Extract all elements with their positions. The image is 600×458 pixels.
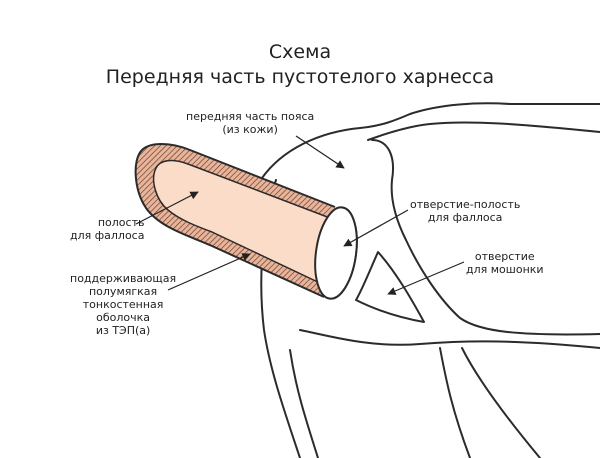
front-panel [371, 139, 600, 336]
phallus-hole-rim [314, 206, 358, 300]
belt-inner-top [367, 121, 600, 141]
label-phallus-hole: отверстие-полость для фаллоса [410, 198, 521, 224]
arrow-phallus-hole [343, 209, 409, 247]
arrow-scrotum-hole [387, 261, 465, 295]
lower-strap-c [289, 349, 319, 458]
arrow-shell [167, 253, 251, 291]
phallus-cavity [152, 159, 331, 285]
diagram-title: Схема [268, 41, 332, 63]
label-phallus-cavity: полость для фаллоса [70, 216, 145, 242]
label-belt-front: передняя часть пояса (из кожи) [186, 110, 315, 136]
arrow-belt-front [295, 135, 345, 169]
label-shell: поддерживающая полумягкая тонкостенная о… [70, 272, 177, 337]
belt-outline [261, 102, 600, 179]
arrow-phallus-cavity [135, 191, 199, 225]
label-scrotum-hole: отверстие для мошонки [466, 250, 544, 276]
front-panel-bottom [299, 329, 600, 349]
scrotum-opening [355, 251, 425, 323]
lower-strap-b [461, 347, 541, 458]
diagram-subtitle: Передняя часть пустотелого харнесса [105, 66, 495, 88]
lower-strap-a [439, 347, 471, 458]
